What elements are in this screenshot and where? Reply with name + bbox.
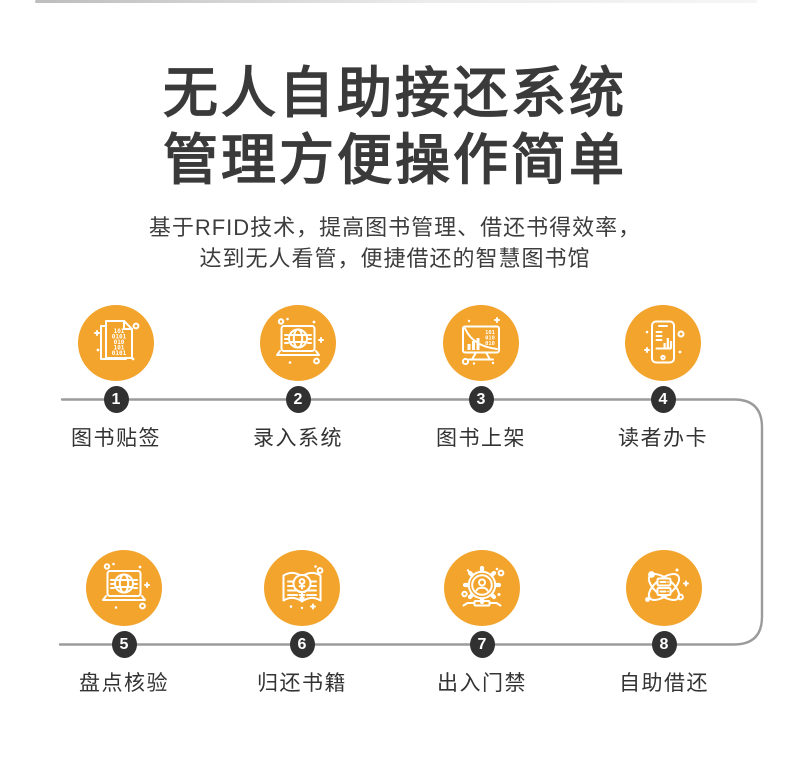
- flow-step-6: 6 归还书籍: [237, 550, 367, 697]
- svg-text:0101: 0101: [112, 334, 127, 341]
- step-3-icon-circle: 101 010 010: [443, 305, 519, 381]
- flow-step-7: 7 出入门禁: [417, 550, 547, 697]
- page-title: 无人自助接还系统 管理方便操作简单: [0, 60, 790, 194]
- step-5-number-badge: 5: [111, 631, 137, 658]
- step-7-label: 出入门禁: [437, 672, 527, 695]
- svg-text:101: 101: [114, 345, 125, 352]
- svg-text:101: 101: [485, 330, 495, 336]
- laptop-globe-icon: [102, 562, 150, 610]
- page-subtitle: 基于RFID技术，提高图书管理、借还书得效率， 达到无人看管，便捷借还的智慧图书…: [0, 212, 790, 274]
- step-2-number-badge: 2: [285, 386, 311, 413]
- monitor-chart-icon: 101 010 010: [461, 317, 500, 366]
- atom-network-icon: [645, 568, 689, 602]
- step-8-number-badge: 8: [651, 631, 677, 658]
- page-subtitle-line1: 基于RFID技术，提高图书管理、借还书得效率，: [148, 215, 642, 240]
- svg-text:010: 010: [114, 339, 125, 346]
- flow-step-8: 8 自助借还: [599, 550, 729, 697]
- step-4-number-badge: 4: [650, 386, 676, 413]
- step-8-icon-circle: [626, 550, 702, 626]
- flow-step-2: 2 录入系统: [233, 305, 363, 452]
- step-6-label: 归还书籍: [257, 672, 347, 695]
- step-4-label: 读者办卡: [618, 427, 708, 450]
- gear-user-icon: [461, 565, 505, 607]
- step-2-icon-circle: [260, 305, 336, 381]
- step-3-label: 图书上架: [436, 427, 526, 450]
- step-1-icon-circle: 101 0101 010 101 0101: [78, 305, 154, 381]
- svg-text:010: 010: [485, 341, 495, 347]
- page-title-line1: 无人自助接还系统: [162, 62, 627, 124]
- step-7-number-badge: 7: [469, 631, 495, 658]
- flow-step-4: 4 读者办卡: [598, 305, 728, 452]
- step-2-label: 录入系统: [253, 427, 343, 450]
- step-3-number-badge: 3: [468, 386, 494, 413]
- step-5-label: 盘点核验: [79, 672, 169, 695]
- step-4-icon-circle: [625, 305, 701, 381]
- step-7-icon-circle: [444, 550, 520, 626]
- step-1-label: 图书贴签: [71, 427, 161, 450]
- page-title-line2: 管理方便操作简单: [162, 129, 627, 191]
- flow-step-3: 101 010 010 3 图书上架: [416, 305, 546, 452]
- laptop-globe-icon: [276, 317, 324, 365]
- step-5-icon-circle: [86, 550, 162, 626]
- svg-text:0101: 0101: [112, 350, 127, 357]
- svg-text:101: 101: [114, 328, 125, 335]
- top-crop-line: [35, 0, 757, 3]
- phone-chart-icon: [644, 320, 685, 364]
- step-6-number-badge: 6: [289, 631, 315, 658]
- step-1-number-badge: 1: [103, 386, 129, 413]
- step-8-label: 自助借还: [619, 672, 709, 695]
- flow-step-1: 101 0101 010 101 0101 1 图书贴签: [51, 305, 181, 452]
- flow-step-5: 5 盘点核验: [59, 550, 189, 697]
- svg-text:010: 010: [485, 336, 495, 342]
- book-lightbulb-icon: [282, 565, 324, 610]
- page-subtitle-line2: 达到无人看管，便捷借还的智慧图书馆: [199, 246, 591, 271]
- step-6-icon-circle: [264, 550, 340, 626]
- binary-document-icon: 101 0101 010 101 0101: [94, 320, 140, 361]
